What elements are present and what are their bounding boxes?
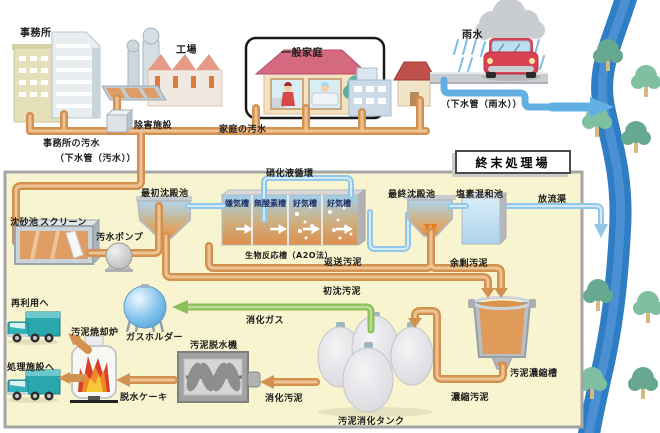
label-cell-anaerobic: 嫌気槽 (225, 199, 249, 208)
sludge-incinerator (70, 335, 118, 403)
label-pretreatment: 除害施設 (134, 121, 173, 131)
digestion-gas-pipe (172, 300, 371, 330)
household-house (254, 49, 371, 115)
label-outfall: 放流渠 (538, 195, 567, 205)
label-dewatered-cake: 脱水ケーキ (120, 393, 168, 403)
sludge-digester-tanks (317, 312, 434, 417)
rainwater-pipe (444, 80, 614, 117)
label-cell-anoxic: 無酸素槽 (254, 199, 286, 208)
aeration-bubbles (295, 205, 353, 240)
label-chlorine-tank: 塩素混和池 (456, 190, 504, 200)
label-return-sludge: 返送汚泥 (324, 258, 363, 268)
gas-holder (123, 284, 167, 333)
label-digestion-gas: 消化ガス (246, 316, 285, 326)
label-primary-tank: 最初沈殿池 (141, 189, 189, 199)
label-reuse: 再利用へ (11, 299, 50, 309)
chlorine-mixing-tank (460, 191, 508, 246)
treated-water-pipes (188, 206, 608, 238)
label-sewer-rain: （下水管（雨水）） (441, 100, 523, 110)
label-final-tank: 最終沈殿池 (388, 190, 436, 200)
label-screen: スクリーン (40, 218, 88, 228)
label-factory: 工場 (176, 45, 197, 56)
screen (65, 230, 84, 259)
label-gas-holder: ガスホルダー (126, 333, 184, 343)
label-office-sewage: 事務所の汚水 (43, 139, 101, 149)
label-excess-sludge: 余剰汚泥 (450, 259, 489, 269)
label-household: 一般家庭 (281, 48, 323, 59)
label-sewage-pump: 汚水ポンプ (96, 233, 144, 243)
car (481, 38, 541, 81)
sewage-pump (105, 242, 133, 272)
factory (101, 27, 223, 107)
label-sewer-sewage: （下水管（汚水）） (55, 154, 137, 164)
sludge-pipes (58, 206, 508, 389)
bioreactor (220, 189, 367, 246)
sludge-dewaterer (177, 351, 261, 403)
label-digester: 汚泥消化タンク (338, 417, 405, 427)
final-sedimentation-tank (406, 195, 456, 237)
sludge-thickener (468, 296, 536, 370)
label-grit-chamber: 沈砂池 (10, 218, 39, 228)
primary-sedimentation-tank (136, 196, 192, 239)
label-disposal: 処理施設へ (7, 363, 55, 373)
label-digested-sludge: 消化汚泥 (265, 394, 304, 404)
label-thickened-sludge: 濃縮汚泥 (451, 393, 490, 403)
label-bioreactor: 生物反応槽（A2O法） (245, 251, 334, 260)
city-buildings (348, 61, 437, 117)
label-thickener: 汚泥濃縮槽 (510, 369, 558, 379)
pretreatment-facility (105, 108, 134, 134)
plant-title: 終末処理場 (475, 155, 551, 170)
label-cell-aerobic-1: 好気槽 (293, 199, 317, 208)
cell-flow-arrows (236, 224, 354, 234)
label-office: 事務所 (20, 28, 52, 39)
label-incinerator: 汚泥焼却炉 (71, 328, 119, 338)
label-rainwater: 雨水 (462, 30, 483, 41)
plant-title-box: 終末処理場 (455, 150, 571, 174)
label-cell-aerobic-2: 好気槽 (327, 199, 351, 208)
label-dewaterer: 汚泥脱水機 (190, 341, 238, 351)
label-nitrification: 硝化液循環 (266, 169, 314, 179)
label-primary-sludge: 初沈汚泥 (323, 287, 362, 297)
label-household-sewage: 家庭の汚水 (219, 125, 267, 135)
office-buildings (12, 31, 101, 123)
